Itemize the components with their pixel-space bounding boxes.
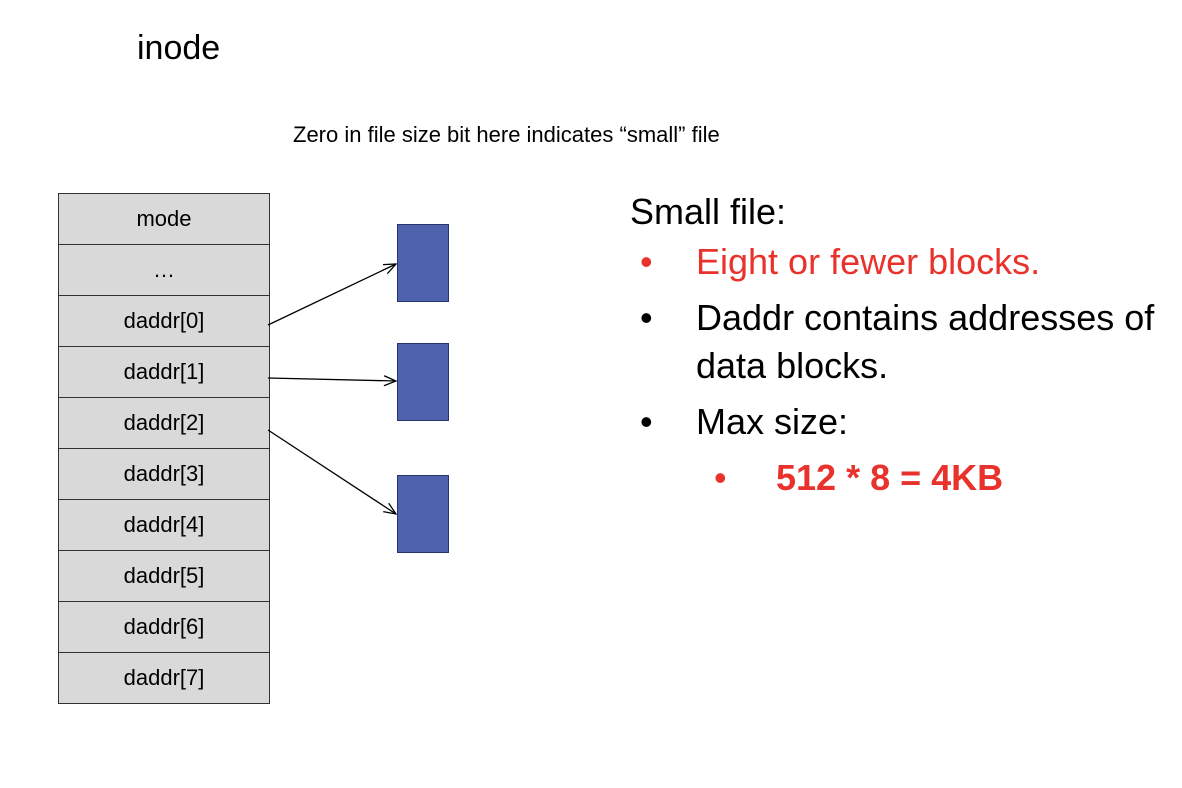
inode-row-ellipsis: … (59, 245, 269, 296)
bullet-block-count: Eight or fewer blocks. (630, 238, 1170, 286)
slide-title: inode (137, 29, 221, 67)
data-block-2 (397, 343, 449, 421)
arrow-daddr-0 (267, 264, 396, 326)
inode-row-daddr-1: daddr[1] (59, 347, 269, 398)
inode-table: mode … daddr[0] daddr[1] daddr[2] daddr[… (58, 193, 270, 704)
small-file-note: Zero in file size bit here indicates “sm… (293, 122, 720, 147)
inode-row-daddr-0: daddr[0] (59, 296, 269, 347)
data-block-1 (397, 224, 449, 302)
arrow-daddr-2 (267, 429, 396, 514)
inode-row-daddr-7: daddr[7] (59, 653, 269, 704)
inode-row-daddr-2: daddr[2] (59, 398, 269, 449)
bullet-list: Eight or fewer blocks. Daddr contains ad… (630, 238, 1170, 446)
bullet-max-size: Max size: (630, 398, 1170, 446)
inode-row-daddr-4: daddr[4] (59, 500, 269, 551)
inode-row-daddr-3: daddr[3] (59, 449, 269, 500)
small-file-panel: Small file: Eight or fewer blocks. Daddr… (630, 190, 1170, 502)
inode-row-mode: mode (59, 194, 269, 245)
panel-heading: Small file: (630, 191, 787, 232)
sub-bullet-max-size-calc: 512 * 8 = 4KB (630, 454, 1170, 502)
arrow-daddr-1 (267, 378, 396, 381)
inode-row-daddr-6: daddr[6] (59, 602, 269, 653)
bullet-daddr-contents: Daddr contains addresses of data blocks. (630, 294, 1170, 390)
inode-row-daddr-5: daddr[5] (59, 551, 269, 602)
data-block-3 (397, 475, 449, 553)
